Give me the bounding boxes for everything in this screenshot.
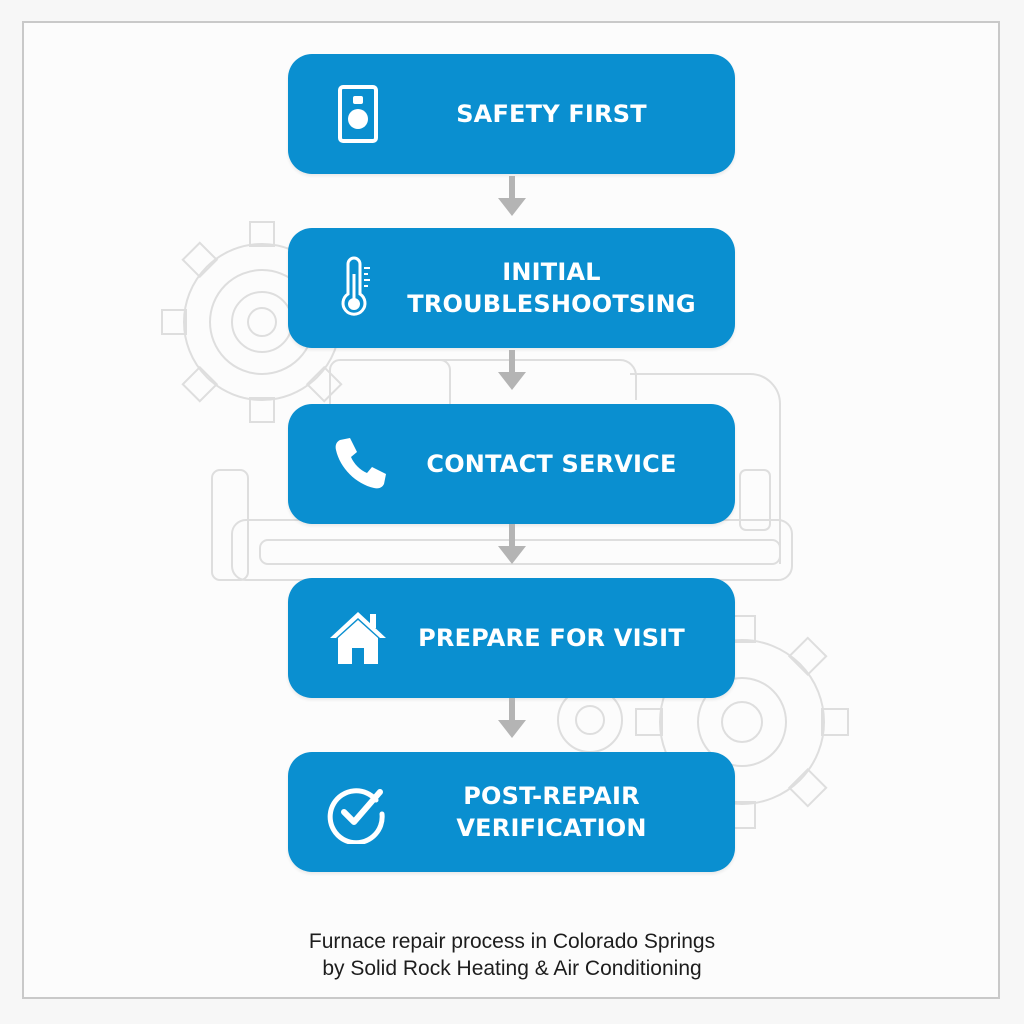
step-initial-troubleshooting: INITIAL TROUBLESHOOTSING — [288, 228, 735, 348]
thermometer-icon — [341, 256, 370, 316]
step-label: INITIAL TROUBLESHOOTSING — [407, 258, 696, 318]
step-prepare-for-visit: PREPARE FOR VISIT — [288, 578, 735, 698]
flow-arrow — [496, 346, 528, 398]
step-label: PREPARE FOR VISIT — [418, 624, 685, 652]
step-label: POST-REPAIR VERIFICATION — [456, 782, 647, 842]
electrical-panel-icon — [338, 85, 378, 143]
flow-arrow — [496, 520, 528, 572]
step-label: SAFETY FIRST — [456, 100, 647, 128]
flow-arrow — [496, 694, 528, 746]
phone-icon — [335, 438, 386, 489]
checkmark-circle-icon — [327, 788, 385, 844]
step-post-repair-verification: POST-REPAIR VERIFICATION — [288, 752, 735, 872]
caption-line-2: by Solid Rock Heating & Air Conditioning — [322, 957, 702, 980]
flow-arrow — [496, 172, 528, 224]
step-contact-service: CONTACT SERVICE — [288, 404, 735, 524]
caption: Furnace repair process in Colorado Sprin… — [0, 928, 1024, 982]
step-safety-first: SAFETY FIRST — [288, 54, 735, 174]
step-label: CONTACT SERVICE — [426, 450, 677, 478]
caption-line-1: Furnace repair process in Colorado Sprin… — [308, 930, 716, 953]
house-icon — [330, 612, 386, 664]
